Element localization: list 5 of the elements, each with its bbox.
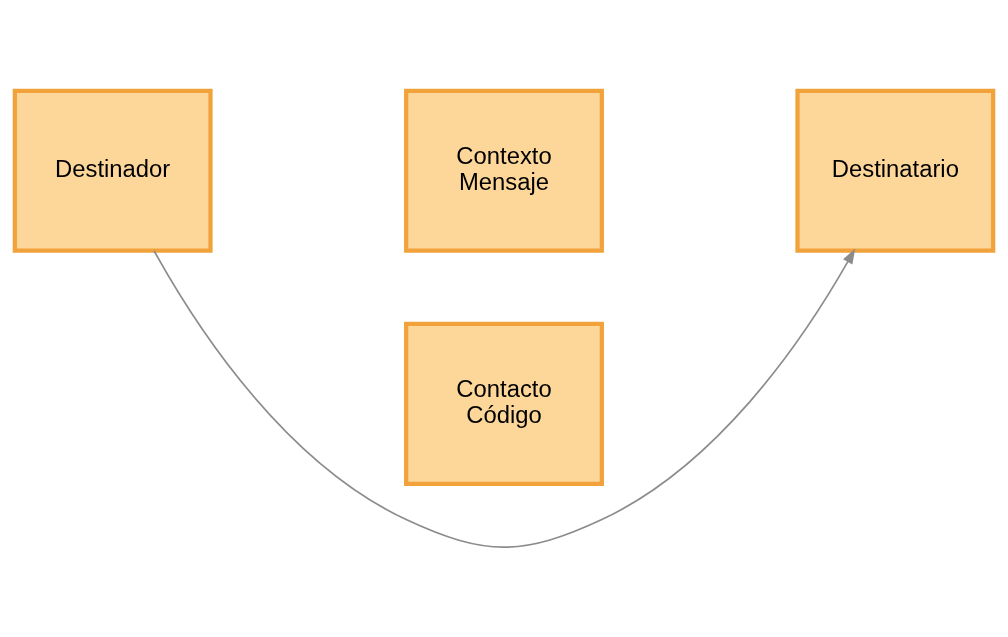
node-box: Destinador <box>12 88 213 253</box>
arrow <box>153 248 856 548</box>
node-box: Destinatario <box>795 88 996 253</box>
node-box: Contexto Mensaje <box>404 88 604 253</box>
node-box: Contacto Código <box>404 321 604 486</box>
